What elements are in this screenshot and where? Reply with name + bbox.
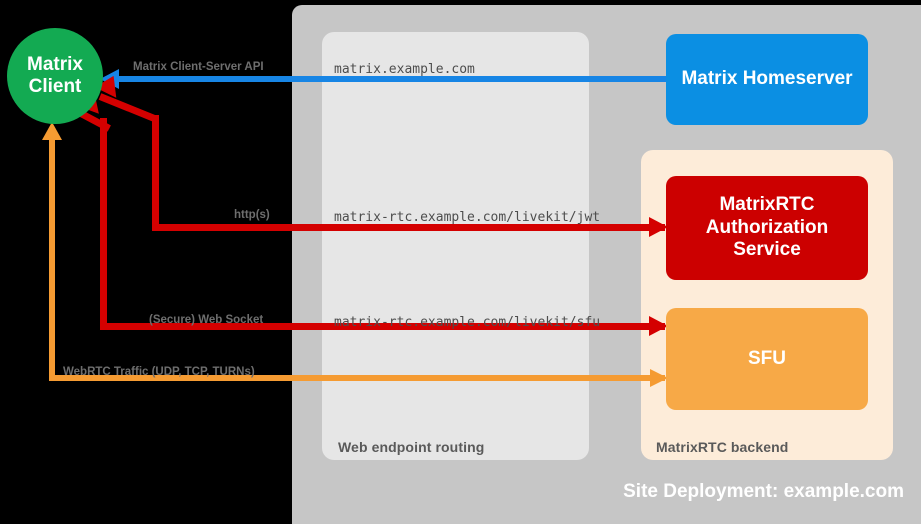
node-matrixrtc-authorization-service[interactable]: MatrixRTC Authorization Service bbox=[666, 176, 868, 280]
auth-service-label-line1: MatrixRTC bbox=[719, 194, 815, 216]
webrtc-horizontal-line bbox=[49, 375, 665, 381]
webrtc-target-arrowhead bbox=[650, 369, 668, 387]
node-sfu[interactable]: SFU bbox=[666, 308, 868, 410]
sfu-label: SFU bbox=[748, 347, 786, 369]
client-server-api-protocol-label: Matrix Client-Server API bbox=[133, 61, 264, 73]
livekit-sfu-vertical-line bbox=[100, 118, 107, 330]
webrtc-vertical-line bbox=[49, 140, 55, 380]
matrix-homeserver-label: Matrix Homeserver bbox=[681, 68, 853, 90]
livekit-jwt-protocol-label: http(s) bbox=[234, 209, 270, 221]
auth-service-label-line2: Authorization bbox=[705, 216, 829, 238]
matrix-client-label-line2: Client bbox=[28, 76, 82, 97]
matrixrtc-backend-label: MatrixRTC backend bbox=[656, 439, 789, 455]
livekit-sfu-protocol-label: (Secure) Web Socket bbox=[149, 314, 264, 326]
livekit-jwt-horizontal-line bbox=[152, 224, 665, 231]
livekit-jwt-vertical-line bbox=[152, 115, 159, 231]
livekit-sfu-horizontal-line bbox=[100, 323, 665, 330]
site-deployment-label: Site Deployment: example.com bbox=[623, 481, 904, 502]
client-server-api-arrowhead bbox=[100, 69, 119, 89]
client-server-api-endpoint-label: matrix.example.com bbox=[334, 62, 475, 77]
livekit-sfu-target-arrowhead bbox=[649, 316, 668, 336]
node-matrix-homeserver[interactable]: Matrix Homeserver bbox=[666, 34, 868, 125]
webrtc-protocol-label: WebRTC Traffic (UDP, TCP, TURNs) bbox=[63, 366, 255, 378]
web-endpoint-routing-panel bbox=[322, 32, 589, 460]
client-server-api-line bbox=[118, 76, 666, 82]
livekit-sfu-endpoint-label: matrix-rtc.example.com/livekit/sfu bbox=[334, 315, 601, 330]
auth-service-label-line3: Service bbox=[733, 239, 801, 261]
livekit-jwt-target-arrowhead bbox=[649, 217, 668, 237]
web-endpoint-routing-label: Web endpoint routing bbox=[338, 439, 485, 455]
webrtc-arrowhead bbox=[42, 122, 62, 140]
node-matrix-client[interactable]: Matrix Client bbox=[7, 28, 103, 124]
livekit-jwt-endpoint-label: matrix-rtc.example.com/livekit/jwt bbox=[334, 210, 601, 225]
matrix-client-label-line1: Matrix bbox=[27, 53, 83, 75]
